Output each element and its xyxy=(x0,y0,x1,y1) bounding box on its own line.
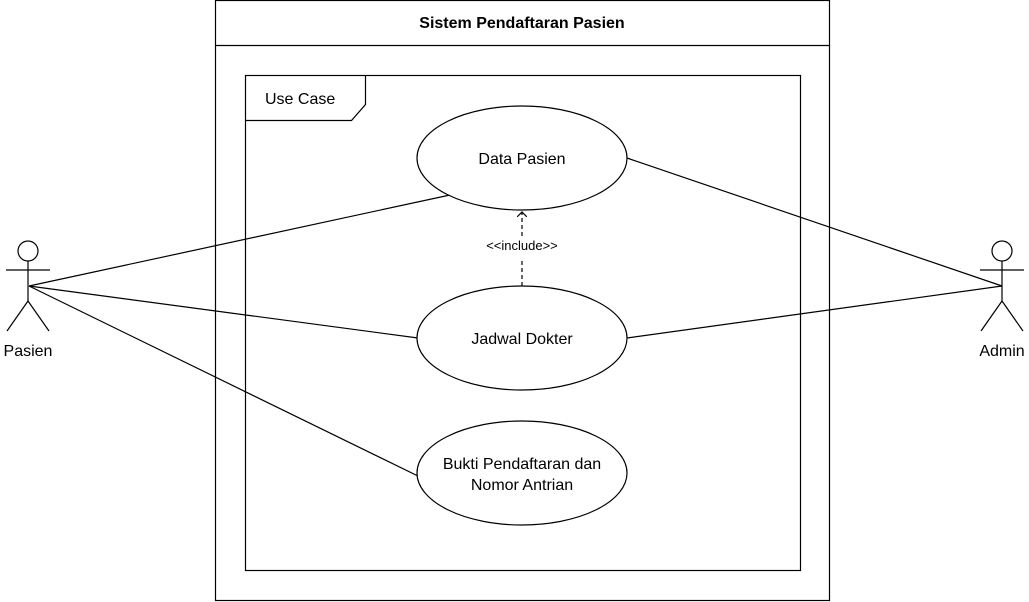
actor-admin-label: Admin xyxy=(979,343,1024,360)
stick-figure-icon xyxy=(980,240,1024,332)
use-case-jadwal-dokter[interactable]: Jadwal Dokter xyxy=(416,285,628,391)
actor-admin[interactable]: Admin xyxy=(979,240,1025,360)
actor-pasien[interactable]: Pasien xyxy=(4,240,53,360)
assoc-admin-data-pasien xyxy=(626,157,1003,287)
assoc-pasien-jadwal-dokter xyxy=(28,285,419,339)
assoc-pasien-data-pasien xyxy=(28,194,451,287)
stick-figure-icon xyxy=(6,240,50,332)
use-case-bukti-label-line1: Bukti Pendaftaran dan xyxy=(443,456,601,473)
assoc-pasien-bukti xyxy=(28,285,421,478)
use-case-frame: Use Case xyxy=(244,74,802,572)
include-relation: <<include>> xyxy=(486,212,558,286)
use-case-data-pasien-label: Data Pasien xyxy=(478,151,565,168)
use-case-jadwal-dokter-label: Jadwal Dokter xyxy=(471,331,573,348)
associations xyxy=(28,157,1003,478)
use-case-bukti-label-line2: Nomor Antrian xyxy=(471,477,573,494)
actor-pasien-label: Pasien xyxy=(4,343,53,360)
use-case-data-pasien[interactable]: Data Pasien xyxy=(416,105,628,211)
use-case-bukti-pendaftaran[interactable]: Bukti Pendaftaran dan Nomor Antrian xyxy=(416,420,628,526)
assoc-admin-jadwal-dokter xyxy=(626,285,1003,339)
system-title: Sistem Pendaftaran Pasien xyxy=(419,15,624,32)
include-label: <<include>> xyxy=(486,238,558,253)
frame-label: Use Case xyxy=(265,91,335,108)
